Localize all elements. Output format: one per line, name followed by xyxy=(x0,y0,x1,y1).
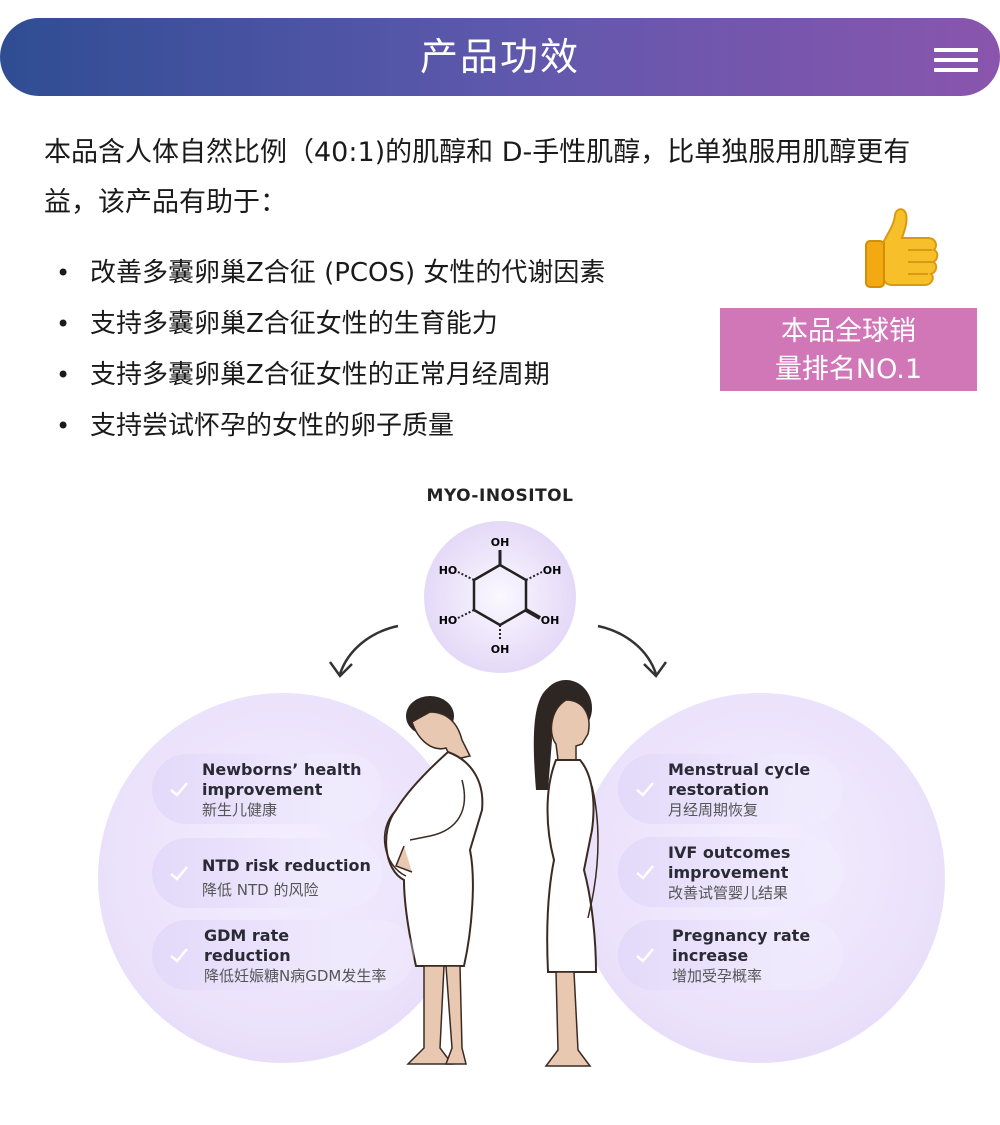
benefit-title: Menstrual cycle xyxy=(668,760,811,779)
benefit-subtitle: 降低 NTD 的风险 xyxy=(202,881,319,899)
benefit-title: improvement xyxy=(668,863,789,882)
oh-label: OH xyxy=(491,536,510,549)
benefit-card-menstrual: Menstrual cycle restoration 月经周期恢复 xyxy=(618,754,843,824)
benefit-subtitle: 改善试管婴儿结果 xyxy=(668,884,789,902)
list-item: 改善多囊卵巢Z合征 (PCOS) 女性的代谢因素 xyxy=(52,249,605,300)
benefit-title: reduction xyxy=(204,946,291,965)
badge-line-2: 量排名NO.1 xyxy=(774,354,923,385)
benefit-card-pregnancy: Pregnancy rate increase 增加受孕概率 xyxy=(618,920,843,990)
arrow-left-icon xyxy=(338,624,399,675)
list-item: 支持尝试怀孕的女性的卵子质量 xyxy=(52,402,605,453)
arrow-right-icon xyxy=(597,624,658,675)
check-icon xyxy=(636,865,654,880)
benefit-subtitle: 月经周期恢复 xyxy=(668,801,759,819)
infographic-title: MYO-INOSITOL xyxy=(426,486,574,506)
oh-label: HO xyxy=(439,614,458,627)
hamburger-menu-icon[interactable] xyxy=(934,48,978,74)
benefit-title: improvement xyxy=(202,780,323,799)
sales-rank-badge: 本品全球销 量排名NO.1 xyxy=(720,308,977,391)
benefit-title: increase xyxy=(672,946,749,965)
thumbs-up-icon xyxy=(865,208,939,288)
benefit-subtitle: 增加受孕概率 xyxy=(672,967,763,985)
benefit-card-newborn-health: Newborns’ health improvement 新生儿健康 xyxy=(152,754,382,824)
benefit-subtitle: 降低妊娠糖N病GDM发生率 xyxy=(204,967,387,985)
benefit-title: IVF outcomes xyxy=(668,843,791,862)
check-icon xyxy=(170,782,188,797)
oh-label: HO xyxy=(439,564,458,577)
benefit-title: Pregnancy rate xyxy=(672,926,811,945)
benefit-title: GDM rate xyxy=(204,926,290,945)
check-icon xyxy=(636,948,654,963)
badge-line-1: 本品全球销 xyxy=(781,316,916,347)
check-icon xyxy=(170,948,188,963)
benefit-list: 改善多囊卵巢Z合征 (PCOS) 女性的代谢因素 支持多囊卵巢Z合征女性的生育能… xyxy=(52,249,605,453)
page-title: 产品功效 xyxy=(419,35,580,79)
benefit-title: NTD risk reduction xyxy=(202,856,371,875)
benefit-card-ivf: IVF outcomes improvement 改善试管婴儿结果 xyxy=(618,837,843,907)
list-item: 支持多囊卵巢Z合征女性的正常月经周期 xyxy=(52,351,605,402)
check-icon xyxy=(636,782,654,797)
benefit-title: Newborns’ health xyxy=(202,760,362,779)
benefit-card-gdm: GDM rate reduction 降低妊娠糖N病GDM发生率 xyxy=(152,920,414,990)
oh-label: OH xyxy=(541,614,560,627)
page-header: 产品功效 xyxy=(0,18,1000,96)
list-item: 支持多囊卵巢Z合征女性的生育能力 xyxy=(52,300,605,351)
oh-label: OH xyxy=(543,564,562,577)
oh-label: OH xyxy=(491,643,510,656)
intro-text: 本品含人体自然比例（40:1)的肌醇和 D-手性肌醇，比单独服用肌醇更有益，该产… xyxy=(44,137,911,218)
check-icon xyxy=(170,866,188,881)
benefit-title: restoration xyxy=(668,780,770,799)
myo-inositol-molecule: OH HO OH HO OH OH xyxy=(424,521,576,673)
benefit-subtitle: 新生儿健康 xyxy=(202,801,278,819)
benefit-card-ntd: NTD risk reduction 降低 NTD 的风险 xyxy=(152,838,382,908)
